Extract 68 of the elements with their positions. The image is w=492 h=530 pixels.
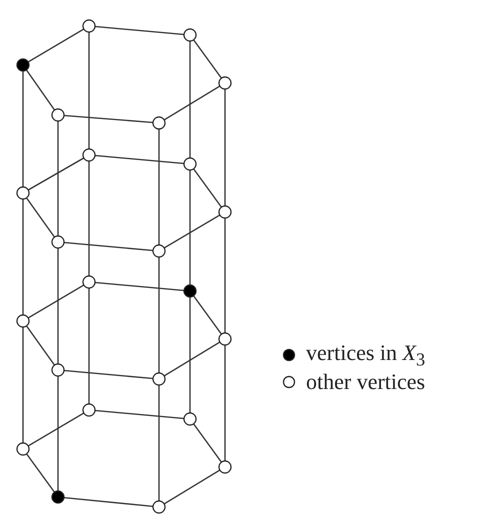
edge-line — [28, 28, 84, 62]
edge-line — [57, 376, 59, 491]
hollow-vertex — [51, 363, 65, 377]
hollow-vertex — [218, 460, 232, 474]
edge-line — [26, 453, 56, 493]
edge-line — [189, 297, 191, 413]
hollow-vertex — [218, 205, 232, 219]
hollow-vertex — [16, 442, 30, 456]
edge-line — [28, 412, 84, 446]
edge-line — [57, 248, 59, 364]
edge-line — [164, 86, 220, 120]
edge-line — [94, 282, 184, 292]
hollow-vertex — [183, 28, 197, 42]
edge-line — [26, 326, 56, 366]
filled-vertex — [16, 58, 30, 72]
hollow-vertex — [183, 412, 197, 426]
hollow-vertex — [82, 19, 96, 33]
edge-line — [28, 284, 84, 318]
filled-vertex — [183, 284, 197, 298]
edge-line — [158, 385, 160, 501]
edge-line — [88, 161, 90, 276]
edge-line — [88, 32, 90, 149]
edge-line — [64, 114, 154, 124]
edge-line — [26, 70, 56, 110]
edge-line — [22, 327, 24, 443]
edge-line — [64, 242, 154, 252]
edge-line — [64, 370, 154, 380]
edge-line — [158, 257, 160, 373]
edge-line — [192, 39, 222, 79]
edge-line — [189, 170, 191, 285]
hollow-vertex — [218, 332, 232, 346]
edge-line — [158, 129, 160, 245]
edge-line — [192, 295, 222, 335]
hollow-vertex — [16, 186, 30, 200]
legend-text: other vertices — [306, 369, 426, 395]
edge-line — [164, 342, 220, 376]
hollow-vertex — [82, 403, 96, 417]
hollow-vertex — [51, 108, 65, 122]
edge-line — [22, 71, 24, 187]
hollow-vertex — [152, 244, 166, 258]
edge-line — [224, 89, 226, 206]
edge-line — [28, 157, 84, 191]
edge-line — [64, 496, 154, 508]
edge-line — [164, 470, 220, 504]
edge-line — [224, 345, 226, 461]
hollow-vertex — [218, 76, 232, 90]
edge-line — [94, 154, 184, 164]
edge-line — [88, 288, 90, 404]
edge-line — [57, 121, 59, 236]
hollow-vertex — [82, 275, 96, 289]
hollow-vertex — [152, 500, 166, 514]
edge-line — [94, 26, 184, 36]
hollow-vertex — [152, 372, 166, 386]
hollow-vertex — [16, 314, 30, 328]
filled-vertex — [51, 490, 65, 504]
hollow-vertex — [183, 157, 197, 171]
hollow-vertex — [51, 235, 65, 249]
edge-line — [26, 198, 56, 238]
edge-line — [192, 168, 222, 208]
hollow-vertex — [82, 148, 96, 162]
edge-line — [22, 199, 24, 315]
edge-line — [192, 423, 222, 463]
edge-line — [189, 41, 191, 158]
edge-line — [164, 214, 220, 248]
hollow-vertex — [152, 116, 166, 130]
legend-text: vertices in X$_{3}$ — [306, 340, 426, 370]
edge-line — [94, 410, 184, 420]
edge-line — [224, 218, 226, 333]
